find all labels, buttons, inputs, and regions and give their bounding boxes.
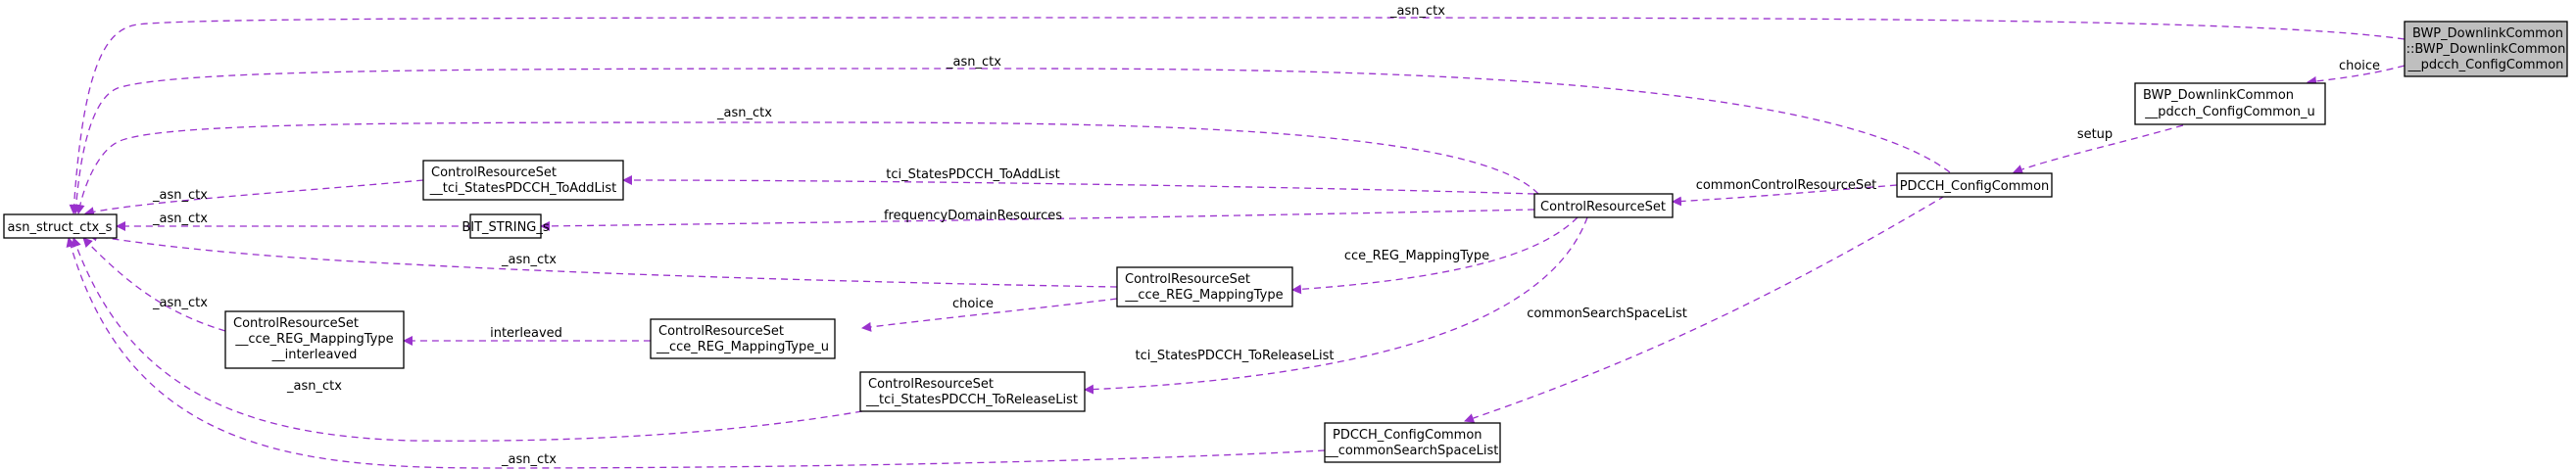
svg-text:::BWP_DownlinkCommon: ::BWP_DownlinkCommon	[2406, 42, 2566, 57]
svg-text:__tci_StatesPDCCH_ToReleaseLis: __tci_StatesPDCCH_ToReleaseList	[865, 393, 1078, 407]
svg-text:BWP_DownlinkCommon: BWP_DownlinkCommon	[2412, 26, 2563, 41]
edge-frequency-domain	[540, 209, 1535, 231]
edge-tciadd-asn-ctx	[84, 179, 424, 217]
node-bwp-downlink-common-pdcch-config-common[interactable]: BWP_DownlinkCommon ::BWP_DownlinkCommon …	[2404, 21, 2568, 77]
svg-text:ControlResourceSet: ControlResourceSet	[658, 324, 784, 339]
node-interleaved[interactable]: ControlResourceSet __cce_REG_MappingType…	[224, 310, 405, 369]
edge-label-interleaved-asn-ctx: _asn_ctx	[152, 296, 208, 310]
edge-crs-asn-ctx	[74, 121, 1539, 214]
edge-label-bwp-asn-ctx: _asn_ctx	[1389, 4, 1445, 19]
svg-text:__pdcch_ConfigCommon_u: __pdcch_ConfigCommon_u	[2144, 105, 2315, 119]
edge-label-tciadd-asn-ctx: _asn_ctx	[152, 188, 208, 203]
svg-text:BWP_DownlinkCommon: BWP_DownlinkCommon	[2143, 88, 2294, 103]
edge-label-pdcch-asn-ctx: _asn_ctx	[946, 55, 1001, 70]
svg-text:ControlResourceSet: ControlResourceSet	[1540, 200, 1666, 214]
svg-text:ControlResourceSet: ControlResourceSet	[233, 316, 359, 331]
edge-maptype-asn-ctx	[87, 231, 1118, 288]
svg-text:BIT_STRING_s: BIT_STRING_s	[462, 220, 550, 235]
edge-label-choice-bwp: choice	[2339, 59, 2380, 73]
node-asn-struct-ctx-s[interactable]: asn_struct_ctx_s	[3, 213, 118, 239]
svg-text:ControlResourceSet: ControlResourceSet	[1125, 272, 1250, 287]
svg-text:__cce_REG_MappingType_u: __cce_REG_MappingType_u	[656, 340, 829, 354]
edge-tci-add	[622, 175, 1535, 195]
node-pdcch-common-search-space-list[interactable]: PDCCH_ConfigCommon __commonSearchSpaceLi…	[1324, 422, 1501, 463]
edge-pdcch-asn-ctx	[71, 68, 1951, 214]
edge-tcirelease-asn-ctx	[72, 237, 863, 442]
node-cce-reg-mapping-type-u[interactable]: ControlResourceSet __cce_REG_MappingType…	[650, 318, 836, 359]
edge-label-searchlist-asn-ctx: _asn_ctx	[501, 452, 557, 467]
svg-text:__interleaved: __interleaved	[271, 348, 358, 362]
node-pdcch-config-common[interactable]: PDCCH_ConfigCommon	[1896, 172, 2053, 198]
edge-bwp-asn-ctx	[69, 17, 2406, 214]
svg-text:__tci_StatesPDCCH_ToAddList: __tci_StatesPDCCH_ToAddList	[429, 181, 616, 196]
edge-label-cce-mapping-type: cce_REG_MappingType	[1344, 249, 1489, 263]
node-tci-states-add-list[interactable]: ControlResourceSet __tci_StatesPDCCH_ToA…	[422, 160, 624, 201]
edge-setup	[2013, 124, 2184, 174]
node-bwp-pdcch-config-common-u[interactable]: BWP_DownlinkCommon __pdcch_ConfigCommon_…	[2134, 82, 2326, 125]
svg-text:__commonSearchSpaceList: __commonSearchSpaceList	[1325, 444, 1499, 458]
edge-label-bitstring-asn-ctx: _asn_ctx	[152, 212, 208, 226]
edge-label-setup: setup	[2077, 127, 2113, 142]
edge-label-tci-add: tci_StatesPDCCH_ToAddList	[886, 167, 1059, 182]
edge-label-common-crs: commonControlResourceSet	[1696, 178, 1877, 193]
svg-text:ControlResourceSet: ControlResourceSet	[431, 165, 557, 180]
edge-label-choice-mapping: choice	[952, 297, 994, 311]
edge-common-search	[1464, 195, 1946, 423]
svg-text:PDCCH_ConfigCommon: PDCCH_ConfigCommon	[1333, 428, 1482, 443]
edge-interleaved-asn-ctx	[82, 237, 226, 332]
edge-cce-mapping-type	[1291, 216, 1579, 295]
edge-label-crs-asn-ctx: _asn_ctx	[716, 106, 772, 120]
svg-text:__pdcch_ConfigCommon: __pdcch_ConfigCommon	[2407, 58, 2564, 72]
edge-choice-bwp	[2307, 65, 2406, 86]
svg-text:PDCCH_ConfigCommon: PDCCH_ConfigCommon	[1900, 179, 2050, 194]
edge-tci-release	[1084, 216, 1588, 395]
edge-choice-mapping	[861, 298, 1118, 332]
edge-label-interleaved: interleaved	[490, 326, 562, 341]
edge-labels: _asn_ctx _asn_ctx _asn_ctx _asn_ctx _asn…	[152, 4, 2380, 467]
node-bit-string[interactable]: BIT_STRING_s	[462, 213, 550, 239]
node-cce-reg-mapping-type[interactable]: ControlResourceSet __cce_REG_MappingType	[1116, 266, 1293, 307]
edge-label-tcirelease-asn-ctx: _asn_ctx	[286, 379, 342, 394]
node-tci-states-release-list[interactable]: ControlResourceSet __tci_StatesPDCCH_ToR…	[859, 371, 1086, 412]
svg-text:__cce_REG_MappingType: __cce_REG_MappingType	[234, 332, 393, 347]
svg-text:ControlResourceSet: ControlResourceSet	[868, 377, 994, 392]
node-control-resource-set[interactable]: ControlResourceSet	[1533, 193, 1674, 218]
edge-label-frequency-domain: frequencyDomainResources	[884, 209, 1062, 223]
edges	[66, 17, 2406, 469]
svg-text:__cce_REG_MappingType: __cce_REG_MappingType	[1124, 288, 1283, 303]
edge-label-maptype-asn-ctx: _asn_ctx	[501, 253, 557, 267]
edge-label-common-search: commonSearchSpaceList	[1527, 306, 1687, 321]
edge-label-tci-release: tci_StatesPDCCH_ToReleaseList	[1135, 349, 1334, 363]
svg-text:asn_struct_ctx_s: asn_struct_ctx_s	[8, 220, 113, 235]
edge-searchlist-asn-ctx	[66, 237, 1326, 469]
